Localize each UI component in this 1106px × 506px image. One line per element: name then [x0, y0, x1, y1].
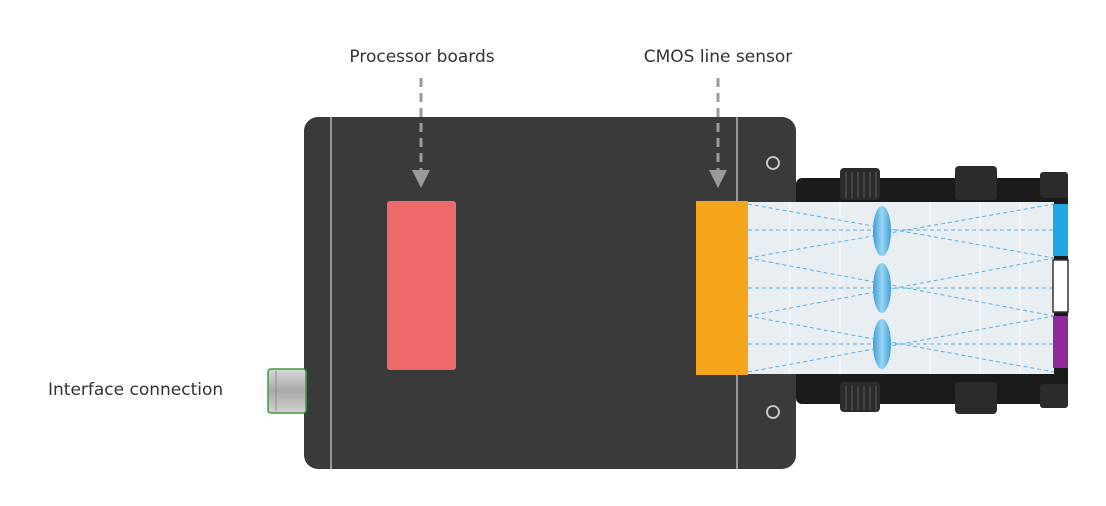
- lens-ribs-top: [845, 172, 877, 198]
- lens-ribs-bottom: [845, 386, 877, 410]
- micro-lens-bottom: [873, 319, 891, 369]
- mount-screw-top: [766, 156, 780, 170]
- label-processor-boards: Processor boards: [349, 47, 494, 67]
- light-source-purple: [1053, 316, 1068, 368]
- mount-screw-bottom: [766, 405, 780, 419]
- processor-board: [387, 201, 456, 370]
- light-source-white: [1052, 259, 1069, 313]
- light-sources: [1052, 204, 1069, 368]
- light-source-blue: [1053, 204, 1068, 256]
- label-cmos-line-sensor: CMOS line sensor: [644, 47, 793, 67]
- light-rays: [747, 203, 1055, 373]
- micro-lens-middle: [873, 263, 891, 313]
- arrow-processor-boards: [412, 78, 430, 188]
- micro-lens-top: [873, 206, 891, 256]
- label-interface-connection: Interface connection: [48, 380, 223, 400]
- arrow-cmos-sensor: [709, 78, 727, 188]
- lens-ring-bottom: [840, 382, 1068, 414]
- interface-connector: [267, 368, 307, 414]
- optical-path: [747, 202, 1055, 374]
- cmos-sensor: [696, 201, 748, 375]
